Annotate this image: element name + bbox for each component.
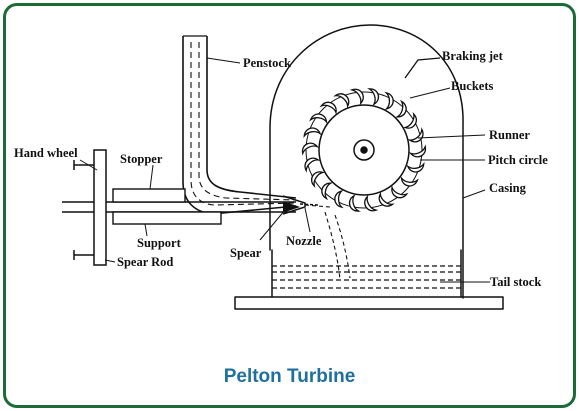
runner-disc — [318, 104, 410, 196]
label-buckets: Buckets — [451, 79, 494, 93]
bucket — [402, 112, 417, 129]
tail-water-tank — [271, 249, 462, 298]
label-runner: Runner — [489, 128, 530, 142]
label-pitch-circle: Pitch circle — [488, 153, 548, 167]
bucket — [391, 185, 409, 199]
pitch-circle — [305, 91, 423, 209]
support — [112, 211, 222, 225]
leader-lines — [79, 57, 490, 283]
casing — [269, 24, 464, 299]
bucket — [384, 91, 394, 111]
braking-jet — [404, 57, 441, 79]
bucket — [394, 99, 407, 118]
bucket — [400, 175, 419, 187]
bucket — [333, 93, 350, 109]
bucket — [348, 194, 361, 212]
hand-wheel — [73, 149, 107, 266]
bucket — [364, 194, 379, 212]
bucket — [319, 101, 337, 115]
label-support: Support — [137, 236, 182, 250]
bucket — [349, 88, 364, 106]
penstock-flow — [190, 42, 297, 206]
bucket — [367, 88, 380, 106]
label-spear-rod: Spear Rod — [117, 255, 173, 269]
label-stopper: Stopper — [120, 152, 163, 166]
label-casing: Casing — [489, 181, 527, 195]
bucket — [334, 189, 344, 209]
bucket — [301, 142, 320, 156]
base-plate — [234, 296, 504, 310]
bucket — [321, 182, 334, 201]
tail-water — [272, 265, 461, 289]
runner-wheel — [305, 91, 423, 209]
bucket — [407, 127, 424, 143]
label-hand-wheel: Hand wheel — [14, 146, 78, 160]
bucket — [309, 113, 328, 125]
label-penstock: Penstock — [243, 56, 291, 70]
bucket — [311, 171, 326, 188]
label-nozzle: Nozzle — [286, 234, 322, 248]
label-tail-stock: Tail stock — [490, 275, 541, 289]
label-braking-jet: Braking jet — [442, 49, 504, 63]
bucket — [378, 191, 395, 207]
bucket — [408, 144, 427, 158]
bucket — [406, 161, 425, 173]
runner-shaft — [353, 139, 375, 161]
buckets — [301, 88, 427, 212]
bucket — [303, 127, 322, 139]
bucket — [304, 157, 321, 173]
water-jet — [304, 204, 351, 281]
stopper — [112, 188, 186, 203]
diagram-title: Pelton Turbine — [223, 366, 356, 387]
runner-hub — [360, 146, 368, 154]
label-spear: Spear — [230, 246, 262, 260]
